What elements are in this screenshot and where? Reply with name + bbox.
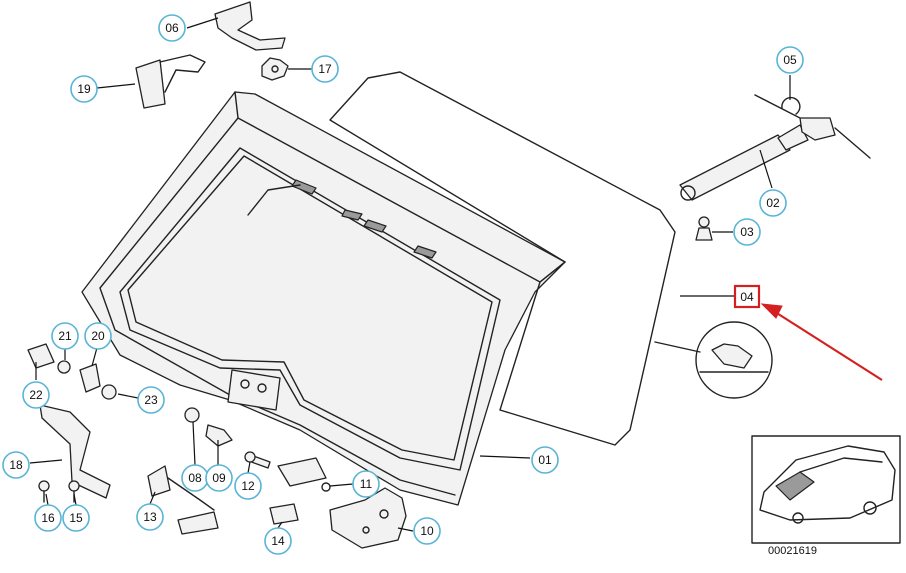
svg-text:05: 05 [783,53,797,67]
rear-window-glass [247,71,676,446]
callout-17: 17 [311,55,339,83]
svg-text:15: 15 [69,511,83,525]
callout-06: 06 [158,14,186,42]
callout-15: 15 [62,504,90,532]
highlight-arrow [760,303,883,381]
svg-text:02: 02 [766,196,780,210]
callout-13: 13 [136,503,164,531]
svg-text:04: 04 [740,290,754,304]
svg-text:08: 08 [188,471,202,485]
svg-text:20: 20 [91,329,105,343]
svg-text:03: 03 [740,225,754,239]
ball-pin [695,216,713,241]
callout-02: 02 [759,189,787,217]
vehicle-inset [751,435,901,544]
svg-text:09: 09 [212,471,226,485]
sensor [277,457,331,492]
callout-16: 16 [34,504,62,532]
tailgate-frame [81,91,566,506]
callout-09: 09 [205,464,233,492]
svg-text:06: 06 [165,21,179,35]
callout-22: 22 [22,381,50,409]
bracket-06 [214,1,286,51]
callout-11: 11 [352,470,380,498]
star-nut [261,57,289,81]
svg-text:16: 16 [41,511,55,525]
callout-01: 01 [531,446,559,474]
leader-lines [29,17,791,532]
diagram-code: 00021619 [768,545,817,557]
callout-20: 20 [84,322,112,350]
svg-text:21: 21 [58,329,72,343]
callout-23: 23 [137,386,165,414]
svg-text:11: 11 [360,477,373,491]
svg-text:10: 10 [420,524,434,538]
callout-12: 12 [234,472,262,500]
svg-text:18: 18 [9,458,23,472]
svg-text:14: 14 [271,534,285,548]
svg-text:19: 19 [77,82,91,96]
callout-08: 08 [181,464,209,492]
callout-04: 04 [733,284,761,309]
harness [147,465,219,535]
svg-text:17: 17 [318,62,332,76]
svg-text:01: 01 [538,453,552,467]
detail-circle [654,321,773,399]
callout-05: 05 [776,46,804,74]
bracket-19 [135,54,206,109]
callout-18: 18 [2,451,30,479]
svg-text:23: 23 [144,393,158,407]
callout-19: 19 [70,75,98,103]
circlip [781,96,801,115]
callout-10: 10 [413,517,441,545]
clip-parts [27,343,117,400]
hinge-bracket [39,404,111,499]
callout-14: 14 [264,527,292,555]
svg-text:13: 13 [143,510,157,524]
svg-text:22: 22 [29,388,43,402]
callout-21: 21 [51,322,79,350]
svg-text:12: 12 [241,479,255,493]
callout-03: 03 [733,218,761,246]
gas-strut [679,94,871,201]
connector [269,503,299,525]
